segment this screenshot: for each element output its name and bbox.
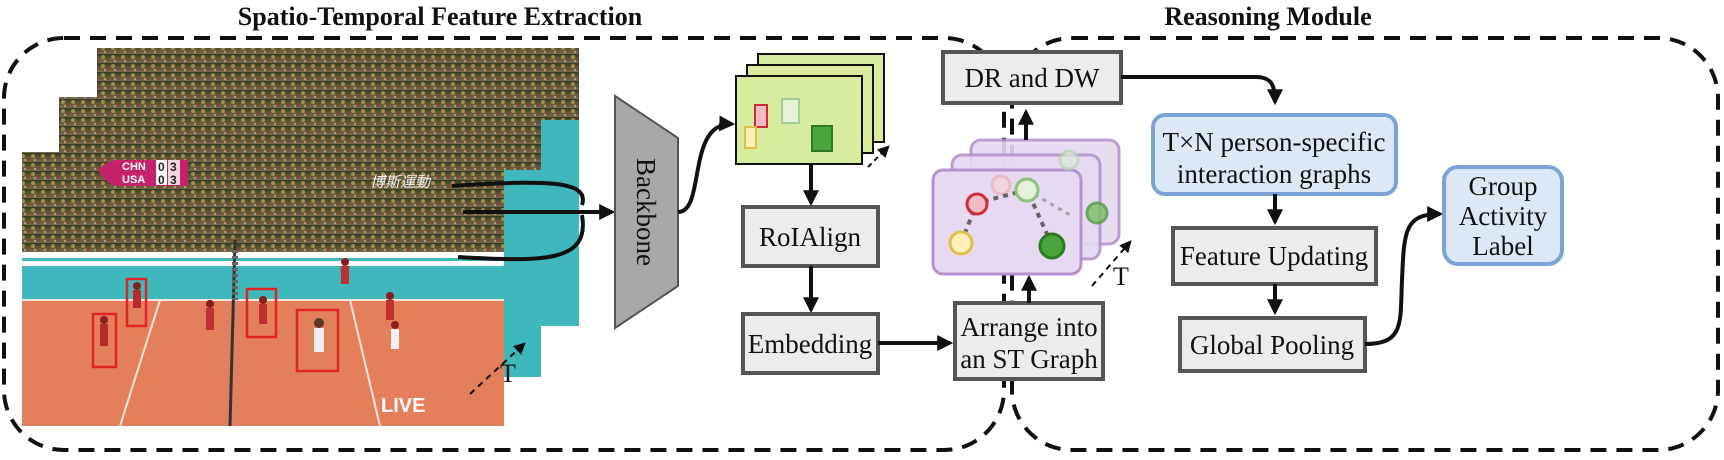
reasoning-module-group xyxy=(1010,36,1720,452)
roi-region xyxy=(754,104,768,128)
roi-region xyxy=(811,125,833,152)
dr-dw-label: DR and DW xyxy=(965,63,1100,93)
arrange-label-line1: Arrange into xyxy=(960,312,1097,342)
detection-box xyxy=(91,312,118,369)
roi-region xyxy=(781,98,800,124)
detection-box xyxy=(295,308,340,373)
label-line3: Label xyxy=(1472,231,1533,261)
interaction-label-line2: interaction graphs xyxy=(1177,159,1371,189)
graphs-time-label: T xyxy=(1113,262,1129,291)
frames-time-arrow xyxy=(469,342,526,395)
backbone-label: Backbone xyxy=(631,158,661,266)
graph-node xyxy=(1038,232,1066,260)
st-graph-stack xyxy=(931,138,1121,276)
detection-box xyxy=(125,277,148,328)
team1-sets: 0 xyxy=(158,160,165,174)
arrange-label-line2: an ST Graph xyxy=(960,344,1098,374)
label-line1: Group xyxy=(1469,171,1538,201)
roialign-label: RoIAlign xyxy=(759,222,862,252)
score-team1: CHN xyxy=(122,161,146,173)
roialign-box xyxy=(741,205,880,268)
team1-points: 3 xyxy=(170,160,177,174)
section-title-reasoning: Reasoning Module xyxy=(1164,2,1371,31)
live-badge: LIVE xyxy=(381,395,425,417)
feature-updating-box xyxy=(1171,226,1378,286)
broadcast-watermark: 博斯運動 xyxy=(370,174,432,191)
graphs-time-arrow xyxy=(1091,240,1132,287)
label-line2: Activity xyxy=(1459,201,1548,231)
scoreboard: CHN USA 0 0 3 3 xyxy=(98,160,188,187)
global-pooling-box xyxy=(1178,316,1367,373)
graph-node xyxy=(1014,177,1040,203)
roi-region xyxy=(744,126,757,149)
detection-box xyxy=(245,287,278,339)
feature-map-stack xyxy=(735,53,885,165)
team2-points: 3 xyxy=(170,173,177,187)
feature-map-depth-arrow xyxy=(867,145,890,168)
feature-updating-label: Feature Updating xyxy=(1180,241,1368,271)
video-frame-stack: CHN USA 0 0 3 3 博斯運動 LIVE xyxy=(22,48,579,427)
section-title-feature-extraction: Spatio-Temporal Feature Extraction xyxy=(238,2,643,31)
frames-time-label: T xyxy=(500,359,516,388)
graph-node xyxy=(965,192,989,216)
video-frame-front: CHN USA 0 0 3 3 博斯運動 LIVE xyxy=(22,152,504,427)
embedding-label: Embedding xyxy=(748,329,872,359)
group-activity-label-box xyxy=(1442,165,1564,266)
score-team2: USA xyxy=(122,174,145,186)
graph-node xyxy=(948,230,974,256)
team2-sets: 0 xyxy=(158,173,165,187)
backbone-block xyxy=(614,94,679,330)
interaction-label-line1: T×N person-specific xyxy=(1163,127,1386,157)
global-pooling-label: Global Pooling xyxy=(1190,330,1354,360)
